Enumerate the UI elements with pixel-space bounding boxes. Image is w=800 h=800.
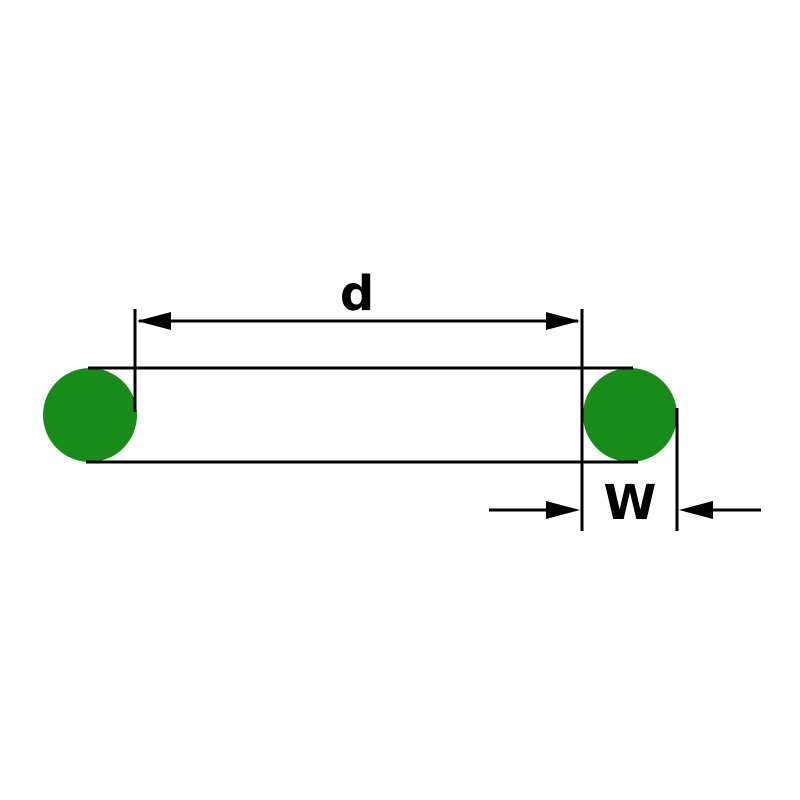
oring-cross-section-left [43,368,137,462]
inner-diameter-label: d [340,266,374,322]
d-arrowhead-left-icon [137,312,171,330]
w-arrowhead-left-icon [546,501,580,519]
d-arrowhead-right-icon [546,312,580,330]
oring-cross-section-right [583,368,677,462]
cross-section-width-label: W [604,475,657,531]
w-arrowhead-right-icon [679,501,713,519]
